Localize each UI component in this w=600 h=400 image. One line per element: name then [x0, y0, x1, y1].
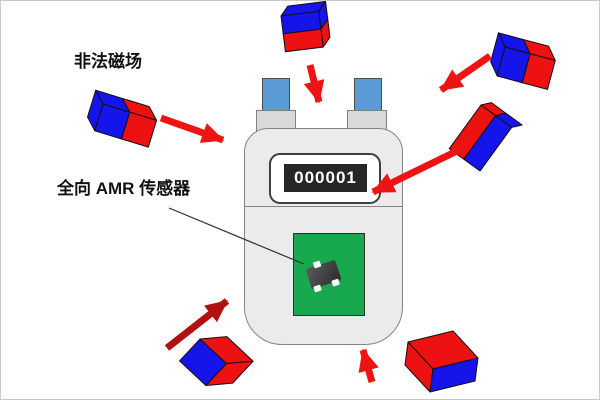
meter-body-divider [245, 206, 402, 207]
arrow-bottom-left-icon [164, 298, 230, 351]
chip-pad [312, 260, 322, 269]
magnet-top-right-icon [490, 32, 556, 90]
illegal-field-label: 非法磁场 [74, 52, 142, 71]
arrow-top-right-icon [439, 53, 492, 93]
meter-pipe-right [354, 78, 382, 112]
meter-counter: 000001 [284, 164, 367, 192]
meter-pipe-left [262, 78, 290, 112]
arrow-bottom-icon [358, 348, 379, 383]
sensor-label: 全向 AMR 传感器 [57, 179, 191, 198]
magnet-top-icon [280, 1, 331, 53]
arrow-top-icon [303, 64, 325, 104]
magnet-left-icon [87, 89, 158, 148]
magnet-right-icon [448, 102, 523, 172]
arrow-left-icon [159, 114, 225, 144]
magnet-bottom-left-icon [179, 336, 254, 386]
magnet-bottom-right-icon [404, 330, 479, 393]
